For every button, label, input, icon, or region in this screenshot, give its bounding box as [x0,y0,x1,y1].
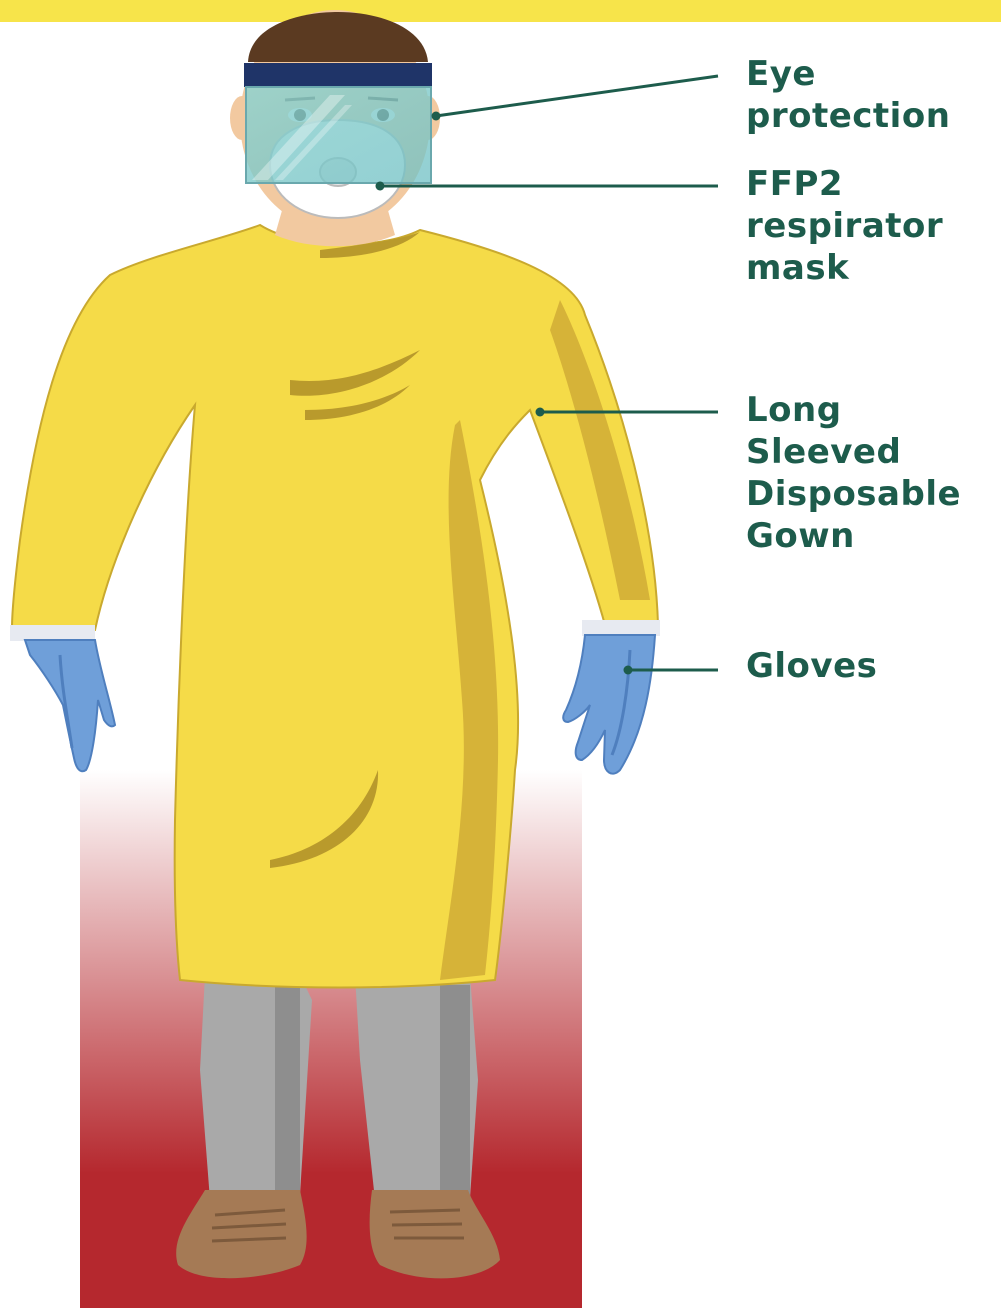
top-band [0,0,1001,22]
label-gown: Long Sleeved Disposable Gown [746,389,961,557]
label-ffp2-mask: FFP2 respirator mask [746,163,943,289]
label-eye-protection: Eye protection [746,53,950,137]
label-gloves: Gloves [746,645,877,687]
left-cuff [10,625,95,641]
right-cuff [582,620,660,636]
face-shield [244,63,432,183]
